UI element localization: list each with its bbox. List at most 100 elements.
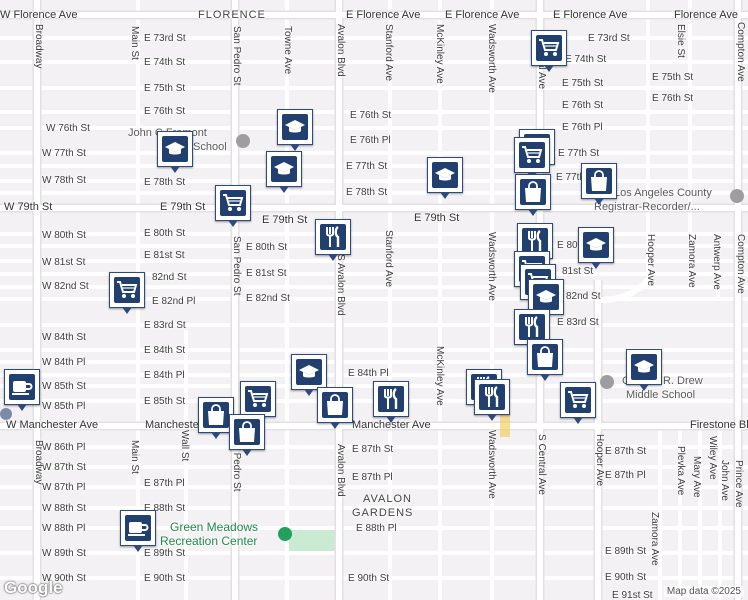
street-label: Compton Ave xyxy=(735,234,746,294)
street-label: Compton Ave xyxy=(735,22,746,82)
shopping-bag-icon xyxy=(203,402,229,428)
map-marker[interactable] xyxy=(527,339,563,381)
street-label: E 82nd Pl xyxy=(152,296,196,307)
restaurant-icon xyxy=(522,228,548,254)
street-label: Plevka Ave xyxy=(675,446,686,496)
map-marker[interactable] xyxy=(515,174,551,216)
street-label: John Ave xyxy=(719,460,730,501)
street-label: W Manchester Ave xyxy=(6,419,99,431)
street-label: Main St xyxy=(129,26,140,60)
street-label: Stanford Ave xyxy=(383,24,394,82)
poi-label-fremont-2[interactable]: School xyxy=(193,141,227,153)
street-label: Avalon Blvd xyxy=(335,24,346,77)
map-marker[interactable] xyxy=(560,382,596,424)
street-label: S Central Ave xyxy=(536,434,547,495)
street-label: E 73rd St xyxy=(588,33,630,44)
map-attribution[interactable]: Map data ©2025 xyxy=(663,586,744,597)
street-label: W 82nd St xyxy=(42,281,89,292)
street-label: E 75th St xyxy=(562,78,604,89)
map-marker[interactable] xyxy=(578,227,614,269)
restaurant-icon xyxy=(320,224,346,250)
map-marker[interactable] xyxy=(373,381,409,423)
street-label: Wall St xyxy=(179,430,190,462)
map-marker[interactable] xyxy=(4,369,40,411)
street-label: W 84th Pl xyxy=(42,357,86,368)
poi-label-drew-2[interactable]: Middle School xyxy=(626,389,696,401)
map-marker[interactable] xyxy=(317,387,353,429)
street-label: E 79th St xyxy=(160,201,206,213)
google-logo[interactable]: Google xyxy=(4,578,63,597)
street-label: W 87th Pl xyxy=(42,482,86,493)
street-label: W 87th St xyxy=(42,462,86,473)
street-label: W 76th St xyxy=(46,123,90,134)
poi-label-green-meadows-2[interactable]: Recreation Center xyxy=(160,534,258,548)
street-label: Avalon Blvd xyxy=(335,444,346,497)
shopping-bag-icon xyxy=(586,168,612,194)
coffee-icon xyxy=(125,515,151,541)
street-label: E 89th St xyxy=(144,548,186,559)
street-label: E 85th St xyxy=(144,396,186,407)
street-label: W 85th St xyxy=(42,381,86,392)
street-label: Broadway xyxy=(33,24,44,69)
map-marker[interactable] xyxy=(198,397,234,439)
street-label: E 76th St xyxy=(350,110,392,121)
street-label: W 89th St xyxy=(42,548,86,559)
map-marker[interactable] xyxy=(109,272,145,314)
map-marker[interactable] xyxy=(229,414,265,456)
street-label: W 79th St xyxy=(4,201,53,213)
poi-label-drew[interactable]: Charles R. Drew xyxy=(622,375,703,387)
poi-label-green-meadows[interactable]: Green Meadows xyxy=(170,520,259,534)
map-marker[interactable] xyxy=(581,163,617,205)
cart-icon xyxy=(565,387,591,413)
street-label: E Florence Ave xyxy=(553,9,628,21)
map-marker[interactable] xyxy=(240,381,276,423)
street-label: W 86th Pl xyxy=(42,442,86,453)
map-marker[interactable] xyxy=(120,510,156,552)
street-label: Stanford Ave xyxy=(383,230,394,288)
map-marker[interactable] xyxy=(474,379,510,421)
street-label: E 79th St xyxy=(262,214,308,226)
street-label: E 76th Pl xyxy=(562,122,603,133)
map-marker[interactable] xyxy=(514,137,550,179)
map-marker[interactable] xyxy=(277,109,313,151)
map-marker[interactable] xyxy=(531,30,567,72)
street-label: Florence Ave xyxy=(674,9,739,21)
street-label: W 80th St xyxy=(42,230,86,241)
street-label: San Pedro St xyxy=(231,236,242,296)
map-marker[interactable] xyxy=(427,157,463,199)
street-label: Mary Ave xyxy=(691,456,702,498)
street-label: E 75th St xyxy=(652,72,694,83)
poi-label-registrar[interactable]: Los Angeles County xyxy=(614,187,712,199)
map-marker[interactable] xyxy=(315,219,351,261)
map-marker[interactable] xyxy=(291,354,327,396)
school-icon xyxy=(296,359,322,385)
street-label: Wadsworth Ave xyxy=(486,24,497,93)
street-label: E 80th xyxy=(557,240,586,251)
restaurant-icon xyxy=(519,314,545,340)
street-label: E 80th St xyxy=(144,228,186,239)
map-marker[interactable] xyxy=(266,151,302,193)
map-marker[interactable] xyxy=(626,349,662,391)
street-label: W 90th St xyxy=(42,573,86,584)
school-icon xyxy=(631,354,657,380)
street-label: E 79th St xyxy=(414,212,460,224)
street-label: W 84th St xyxy=(42,332,86,343)
street-label: Wadsworth Ave xyxy=(486,232,497,301)
street-label: Elsie St xyxy=(675,24,686,58)
school-icon xyxy=(282,114,308,140)
street-label: E 74th St xyxy=(565,54,607,65)
shopping-bag-icon xyxy=(520,179,546,205)
street-label: E 76th St xyxy=(562,100,604,111)
street-label: W 88th Pl xyxy=(42,523,86,534)
poi-label-registrar-2[interactable]: Registrar-Recorder/... xyxy=(594,201,700,213)
street-label: E 88th Pl xyxy=(356,523,397,534)
map-marker[interactable] xyxy=(157,131,193,173)
street-label: Main St xyxy=(129,440,140,474)
shopping-bag-icon xyxy=(532,344,558,370)
map-marker[interactable] xyxy=(215,185,251,227)
street-label: E 87th Pl xyxy=(352,472,393,483)
street-label: E Florence Ave xyxy=(445,9,520,21)
street-label: Manchester Ave xyxy=(352,419,431,431)
restaurant-icon xyxy=(479,384,505,410)
